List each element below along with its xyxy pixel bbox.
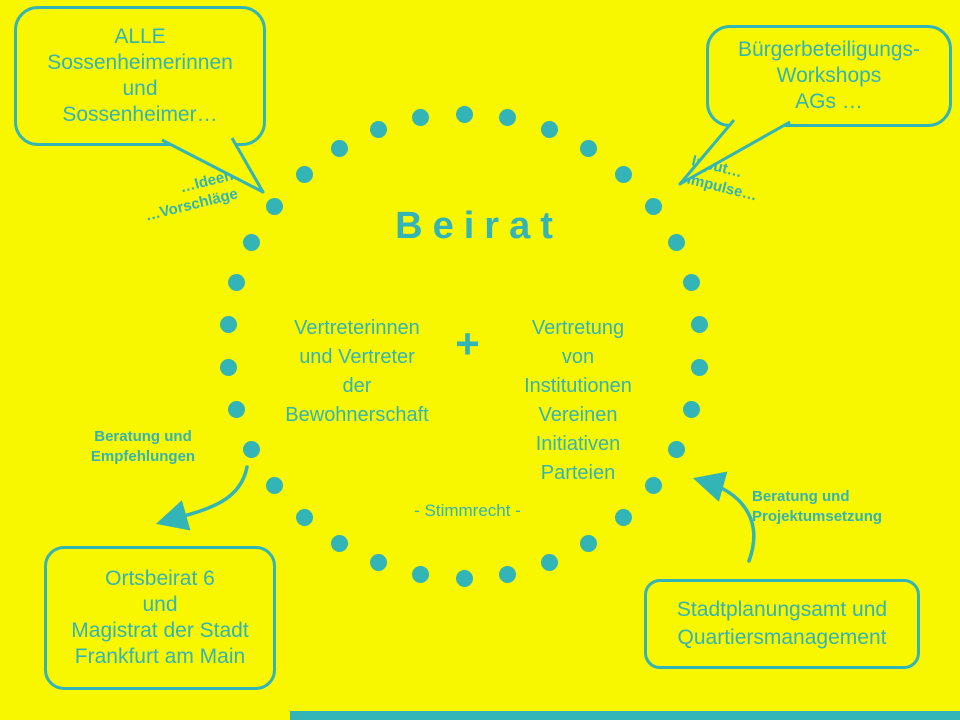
box-ortsbeirat-text: Ortsbeirat 6 und Magistrat der Stadt Fra… [71,567,249,668]
circle-institutions-text: Vertretung von Institutionen Vereinen In… [524,317,632,484]
circle-dot [330,140,348,158]
circle-dot [455,569,473,587]
circle-dot [683,400,701,418]
circle-dot [691,316,709,334]
speech-bubble-citizens: ALLE Sossenheimerinnen und Sossenheimer… [14,6,266,146]
circle-dot [369,553,387,571]
circle-dot [243,440,261,458]
speech-bubble-workshops-text: Bürgerbeteiligungs- Workshops AGs … [737,38,921,113]
circle-dot [243,234,261,252]
circle-dot [499,565,517,583]
circle-dot [266,197,284,215]
circle-dot [219,316,237,334]
speech-bubble-workshops: Bürgerbeteiligungs- Workshops AGs … [706,25,952,127]
circle-dot [644,197,662,215]
box-stadtplanungsamt-text: Stadtplanungsamt und Quartiersmanagement [676,598,888,649]
circle-dot [295,166,313,184]
voting-right-note: - Stimmrecht - [414,501,521,520]
circle-dot [411,109,429,127]
circle-dot [455,105,473,123]
circle-dot [683,274,701,291]
circle-dot [580,140,598,158]
circle-dot [411,565,429,583]
speech-bubble-citizens-text: ALLE Sossenheimerinnen und Sossenheimer… [47,25,233,126]
circle-dot [615,508,633,526]
circle-dot [330,534,348,552]
circle-dot [541,121,559,139]
circle-dot [667,440,685,458]
circle-dot [667,234,685,252]
label-input-impulses: Input… Impulse… [685,152,759,205]
label-advice-implementation: Beratung und Projektumsetzung [752,488,883,525]
circle-dot [691,358,709,376]
bottom-accent-bar [290,711,960,720]
label-advice-recommendations: Beratung und Empfehlungen [90,428,196,465]
arrow-to-ortsbeirat [155,465,249,531]
circle-residents-text: Vertreterinnen und Vertreter der Bewohne… [285,317,429,426]
circle-dot [266,477,284,495]
circle-dot [227,274,245,291]
circle-dot [295,508,313,526]
circle-dot [499,109,517,127]
circle-dot [615,166,633,184]
circle-dot [644,477,662,495]
box-stadtplanungsamt: Stadtplanungsamt und Quartiersmanagement [644,579,920,669]
circle-dot [541,553,559,571]
circle-dot [219,358,237,376]
label-ideas-suggestions: …Ideen …Vorschläge [143,166,240,225]
diagram-title: Beirat [395,205,563,247]
circle-dot [369,121,387,139]
box-ortsbeirat: Ortsbeirat 6 und Magistrat der Stadt Fra… [44,546,276,690]
plus-sign: + [455,320,480,367]
arrow-to-circle-right [692,471,756,563]
circle-dot [580,534,598,552]
circle-dot [227,400,245,418]
